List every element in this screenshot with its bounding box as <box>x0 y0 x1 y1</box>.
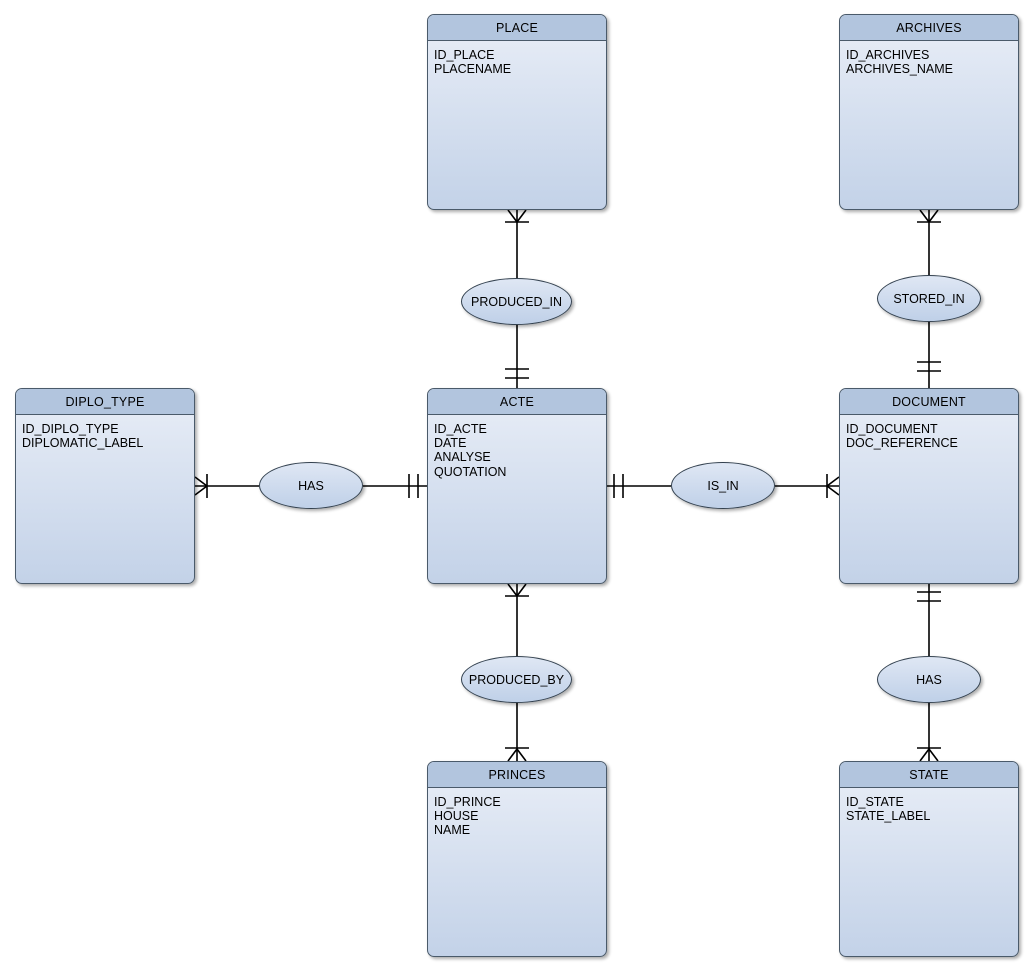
attribute: ID_PLACE <box>434 48 495 62</box>
entity-state-title: STATE <box>840 762 1018 788</box>
entity-acte[interactable]: ACTE ID_ACTE DATE ANALYSE QUOTATION <box>427 388 607 584</box>
entity-archives[interactable]: ARCHIVES ID_ARCHIVES ARCHIVES_NAME <box>839 14 1019 210</box>
attribute: QUOTATION <box>434 464 507 479</box>
entity-document-attributes: ID_DOCUMENT DOC_REFERENCE <box>840 415 1018 450</box>
entity-princes-attributes: ID_PRINCE HOUSE NAME <box>428 788 606 838</box>
relationship-produced-in[interactable]: PRODUCED_IN <box>461 278 572 325</box>
entity-princes[interactable]: PRINCES ID_PRINCE HOUSE NAME <box>427 761 607 957</box>
relationship-has-state[interactable]: HAS <box>877 656 981 703</box>
attribute: ID_ARCHIVES <box>846 48 930 62</box>
entity-place[interactable]: PLACE ID_PLACE PLACENAME <box>427 14 607 210</box>
attribute: ANALYSE <box>434 450 491 465</box>
attribute: PLACENAME <box>434 62 512 77</box>
attribute: STATE_LABEL <box>846 809 931 824</box>
entity-diplo-type-attributes: ID_DIPLO_TYPE DIPLOMATIC_LABEL <box>16 415 194 450</box>
entity-diplo-type[interactable]: DIPLO_TYPE ID_DIPLO_TYPE DIPLOMATIC_LABE… <box>15 388 195 584</box>
attribute: DATE <box>434 436 467 451</box>
attribute: ID_PRINCE <box>434 795 501 809</box>
attribute: ARCHIVES_NAME <box>846 62 953 77</box>
entity-princes-title: PRINCES <box>428 762 606 788</box>
entity-state-attributes: ID_STATE STATE_LABEL <box>840 788 1018 823</box>
attribute: DIPLOMATIC_LABEL <box>22 436 144 451</box>
entity-state[interactable]: STATE ID_STATE STATE_LABEL <box>839 761 1019 957</box>
entity-place-attributes: ID_PLACE PLACENAME <box>428 41 606 76</box>
entity-acte-title: ACTE <box>428 389 606 415</box>
relationship-has-diplo-type[interactable]: HAS <box>259 462 363 509</box>
attribute: HOUSE <box>434 809 479 824</box>
entity-archives-attributes: ID_ARCHIVES ARCHIVES_NAME <box>840 41 1018 76</box>
attribute: ID_DIPLO_TYPE <box>22 422 119 436</box>
attribute: ID_STATE <box>846 795 904 809</box>
entity-place-title: PLACE <box>428 15 606 41</box>
entity-acte-attributes: ID_ACTE DATE ANALYSE QUOTATION <box>428 415 606 479</box>
attribute: DOC_REFERENCE <box>846 436 958 451</box>
relationship-is-in[interactable]: IS_IN <box>671 462 775 509</box>
attribute: NAME <box>434 823 471 838</box>
attribute: ID_ACTE <box>434 422 487 436</box>
relationship-stored-in[interactable]: STORED_IN <box>877 275 981 322</box>
entity-diplo-type-title: DIPLO_TYPE <box>16 389 194 415</box>
relationship-produced-by[interactable]: PRODUCED_BY <box>461 656 572 703</box>
attribute: ID_DOCUMENT <box>846 422 938 436</box>
entity-document[interactable]: DOCUMENT ID_DOCUMENT DOC_REFERENCE <box>839 388 1019 584</box>
entity-document-title: DOCUMENT <box>840 389 1018 415</box>
entity-archives-title: ARCHIVES <box>840 15 1018 41</box>
